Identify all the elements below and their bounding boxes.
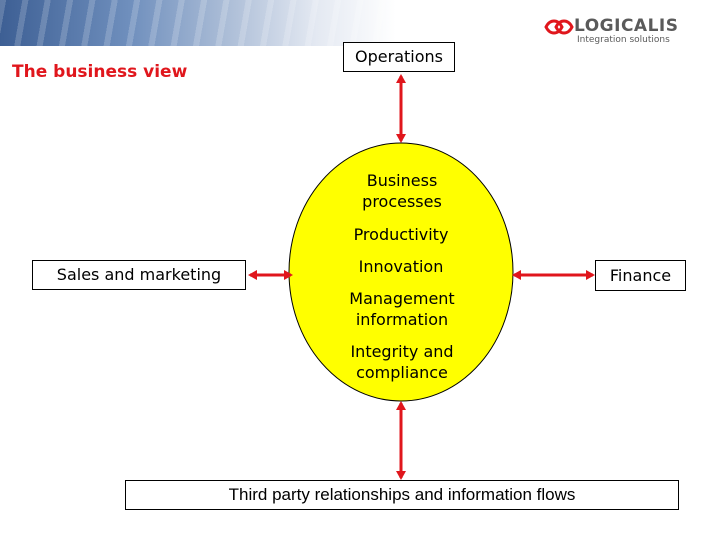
header-banner (0, 0, 720, 46)
finance-box: Finance (595, 260, 686, 291)
logicalis-mark-icon (544, 19, 574, 35)
banner-texture (0, 0, 400, 46)
center-item-innovation: Innovation (358, 257, 444, 276)
center-item-management-information: Management information (349, 289, 455, 329)
center-item-integrity-compliance: Integrity and compliance (350, 342, 454, 382)
operations-box: Operations (343, 42, 455, 72)
center-item-productivity: Productivity (353, 225, 449, 244)
logo: LOGICALIS Integration solutions (544, 16, 686, 46)
center-item-business-processes: Business processes (362, 171, 442, 211)
sales-marketing-box: Sales and marketing (32, 260, 246, 290)
third-party-box: Third party relationships and informatio… (125, 480, 679, 510)
logo-tagline: Integration solutions (577, 35, 670, 45)
page-title: The business view (12, 62, 188, 82)
logo-wordmark: LOGICALIS (574, 16, 679, 36)
